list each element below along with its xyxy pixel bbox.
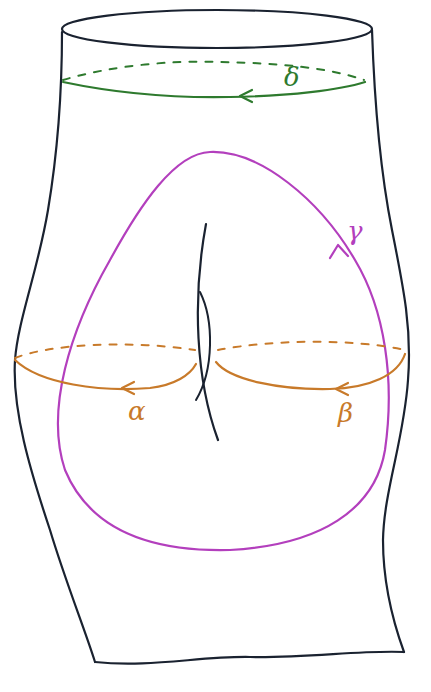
curve-label: β bbox=[338, 400, 353, 426]
curve-label: δ bbox=[284, 64, 300, 90]
left-contour bbox=[15, 32, 95, 662]
right-contour bbox=[372, 30, 409, 652]
handle-slit bbox=[198, 224, 218, 440]
curve-label: α bbox=[128, 398, 146, 424]
arrow-head bbox=[240, 90, 252, 102]
arrow-head bbox=[122, 382, 134, 394]
alpha-back bbox=[15, 344, 195, 358]
delta-back bbox=[63, 62, 364, 80]
gamma-loop bbox=[58, 152, 389, 550]
handle-slit bbox=[196, 292, 210, 400]
arrow-head bbox=[330, 245, 348, 258]
bottom-boundary bbox=[95, 652, 404, 664]
top-boundary bbox=[62, 10, 372, 48]
curve-label: γ bbox=[347, 218, 363, 244]
arrow-head bbox=[336, 383, 348, 395]
beta-front bbox=[216, 354, 405, 389]
alpha-front bbox=[15, 360, 196, 389]
beta-back bbox=[218, 342, 405, 350]
delta-front bbox=[63, 82, 365, 97]
